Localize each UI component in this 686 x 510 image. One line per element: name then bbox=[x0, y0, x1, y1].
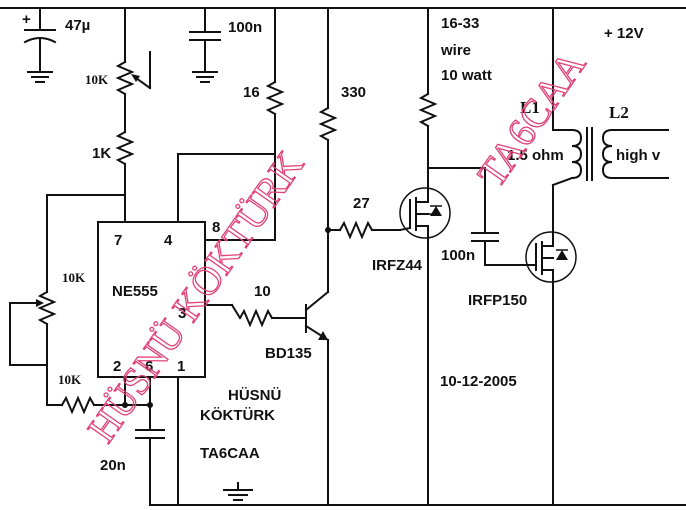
cap-47u-label: 47µ bbox=[65, 17, 90, 34]
callsign-label: TA6CAA bbox=[200, 445, 260, 462]
mosfet-irfz44 bbox=[398, 159, 451, 506]
watermark: HÜSNÜ KÖKTÜRK TA6CAA bbox=[78, 42, 595, 451]
date-label: 10-12-2005 bbox=[440, 373, 517, 390]
author-last-name: KÖKTÜRK bbox=[200, 407, 275, 424]
res-wire-label: 16-33 bbox=[441, 15, 479, 32]
mosfet-irfp150 bbox=[525, 184, 577, 506]
cap-plus-sign: + bbox=[22, 11, 31, 28]
ne555-label: NE555 bbox=[112, 283, 158, 300]
l1-label: L1 bbox=[520, 98, 540, 117]
pot-10k-top-label: 10K bbox=[85, 72, 109, 87]
res-10-label: 10 bbox=[254, 283, 271, 300]
pin7-label: 7 bbox=[114, 232, 122, 249]
transistor-bd135 bbox=[304, 290, 330, 506]
ground-symbol bbox=[223, 482, 253, 501]
transformer bbox=[551, 7, 669, 187]
resistor-16 bbox=[177, 7, 285, 241]
res-27-label: 27 bbox=[353, 195, 370, 212]
irfp150-label: IRFP150 bbox=[468, 292, 527, 309]
bd135-label: BD135 bbox=[265, 345, 312, 362]
pin4-label: 4 bbox=[164, 232, 173, 249]
capacitor-100n-top bbox=[189, 7, 221, 83]
l2-label: L2 bbox=[609, 103, 629, 122]
res-10k-bottom-label: 10K bbox=[58, 372, 82, 387]
ne555-chip bbox=[97, 221, 206, 378]
capacitor-20n bbox=[135, 376, 179, 506]
pin3-label: 3 bbox=[178, 305, 186, 322]
irfz44-label: IRFZ44 bbox=[372, 257, 423, 274]
watermark-call: TA6CAA bbox=[469, 43, 595, 196]
ohm-label: 1.5 ohm bbox=[507, 147, 564, 164]
watt-label: 10 watt bbox=[441, 67, 492, 84]
pin6-label: 6 bbox=[145, 358, 153, 375]
pot-10k-mid bbox=[9, 194, 126, 406]
res-1k-label: 1K bbox=[92, 145, 111, 162]
cap-100n-top-label: 100n bbox=[228, 19, 262, 36]
resistor-27 bbox=[327, 220, 401, 240]
capacitor-100n-mid bbox=[471, 232, 529, 266]
junction-dot bbox=[122, 402, 128, 408]
junction-dot bbox=[147, 402, 153, 408]
resistor-wire-16-33 bbox=[418, 7, 486, 234]
capacitor-47u bbox=[23, 7, 57, 83]
cap-100n-mid-label: 100n bbox=[441, 247, 475, 264]
res-16-label: 16 bbox=[243, 84, 260, 101]
author-first-name: HÜSNÜ bbox=[228, 387, 281, 404]
res-330-label: 330 bbox=[341, 84, 366, 101]
pin2-label: 2 bbox=[113, 358, 121, 375]
cap-20n-label: 20n bbox=[100, 457, 126, 474]
pin1-label: 1 bbox=[177, 358, 185, 375]
high-v-label: high v bbox=[616, 147, 661, 164]
pin8-label: 8 bbox=[212, 219, 220, 236]
pot-10k-mid-label: 10K bbox=[62, 270, 86, 285]
resistor-10 bbox=[204, 303, 307, 328]
supply-12v-label: + 12V bbox=[604, 25, 644, 42]
resistor-330 bbox=[318, 7, 338, 293]
wire-label: wire bbox=[440, 42, 471, 59]
pot-10k-top bbox=[115, 7, 152, 133]
